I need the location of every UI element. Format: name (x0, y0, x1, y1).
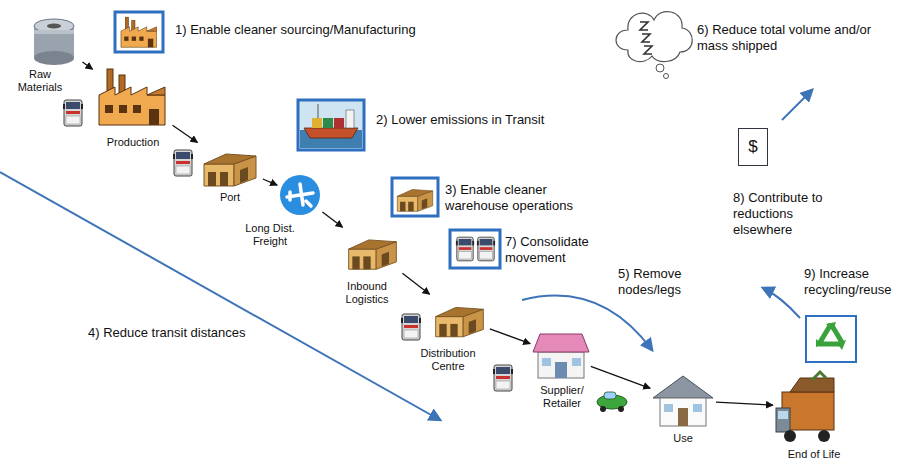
chain-node: End of Life (776, 372, 846, 442)
strategy-label: 3) Enable cleaner warehouse operations (445, 182, 605, 214)
flow-arrow (402, 273, 429, 294)
chain-node: Supplier/ Retailer (533, 330, 588, 380)
node-label: End of Life (784, 448, 844, 461)
node-label: Raw Materials (12, 68, 68, 94)
chain-node: Port (200, 140, 260, 190)
chain-node: Raw Materials (30, 20, 80, 65)
strategy-label: 1) Enable cleaner sourcing/Manufacturing (175, 22, 445, 38)
price-box: $ (738, 128, 768, 166)
node-label: Long Dist. Freight (236, 222, 304, 248)
node-label: Inbound Logistics (338, 280, 396, 306)
currency-symbol: $ (748, 137, 757, 157)
flow-arrow (82, 62, 92, 69)
node-label: Port (210, 191, 250, 204)
strategy-label: 2) Lower emissions in Transit (376, 112, 576, 128)
strategy-label: 7) Consolidate movement (505, 234, 613, 266)
flow-arrow (591, 366, 650, 388)
flow-arrow (173, 125, 198, 142)
node-label: Production (98, 136, 168, 149)
node-label: Supplier/ Retailer (532, 384, 592, 410)
flow-arrow (490, 329, 530, 344)
strategy-label: 5) Remove nodes/legs (618, 266, 700, 298)
chain-node: Long Dist. Freight (280, 175, 320, 215)
strategy-label: 4) Reduce transit distances (88, 325, 288, 341)
chain-node: Inbound Logistics (345, 225, 400, 275)
chain-node: Distribution Centre (432, 290, 487, 345)
node-label: Distribution Centre (412, 347, 484, 373)
chain-node: Production (95, 65, 170, 130)
chain-node: Use (653, 373, 713, 428)
flow-arrow (263, 179, 277, 185)
flow-arrow (716, 402, 773, 405)
node-label: Use (663, 432, 703, 445)
strategy-label: 8) Contribute to reductions elsewhere (733, 190, 837, 238)
strategy-label: 9) Increase recycling/reuse (804, 266, 904, 298)
strategy-label: 6) Reduce total volume and/or mass shipp… (697, 22, 882, 54)
flow-arrow (322, 212, 342, 227)
